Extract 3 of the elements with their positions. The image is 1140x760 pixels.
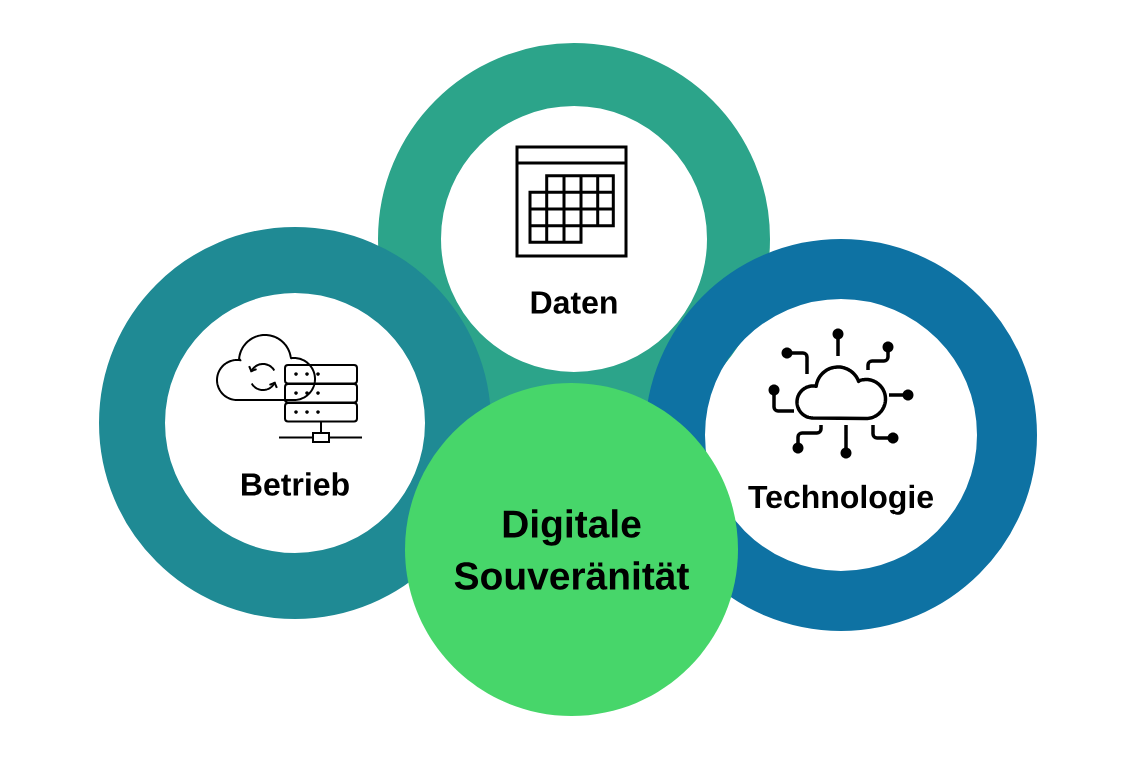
node-label: Technologie: [748, 484, 933, 515]
node-label: Betrieb: [242, 472, 349, 496]
node-label: Daten: [531, 291, 617, 314]
